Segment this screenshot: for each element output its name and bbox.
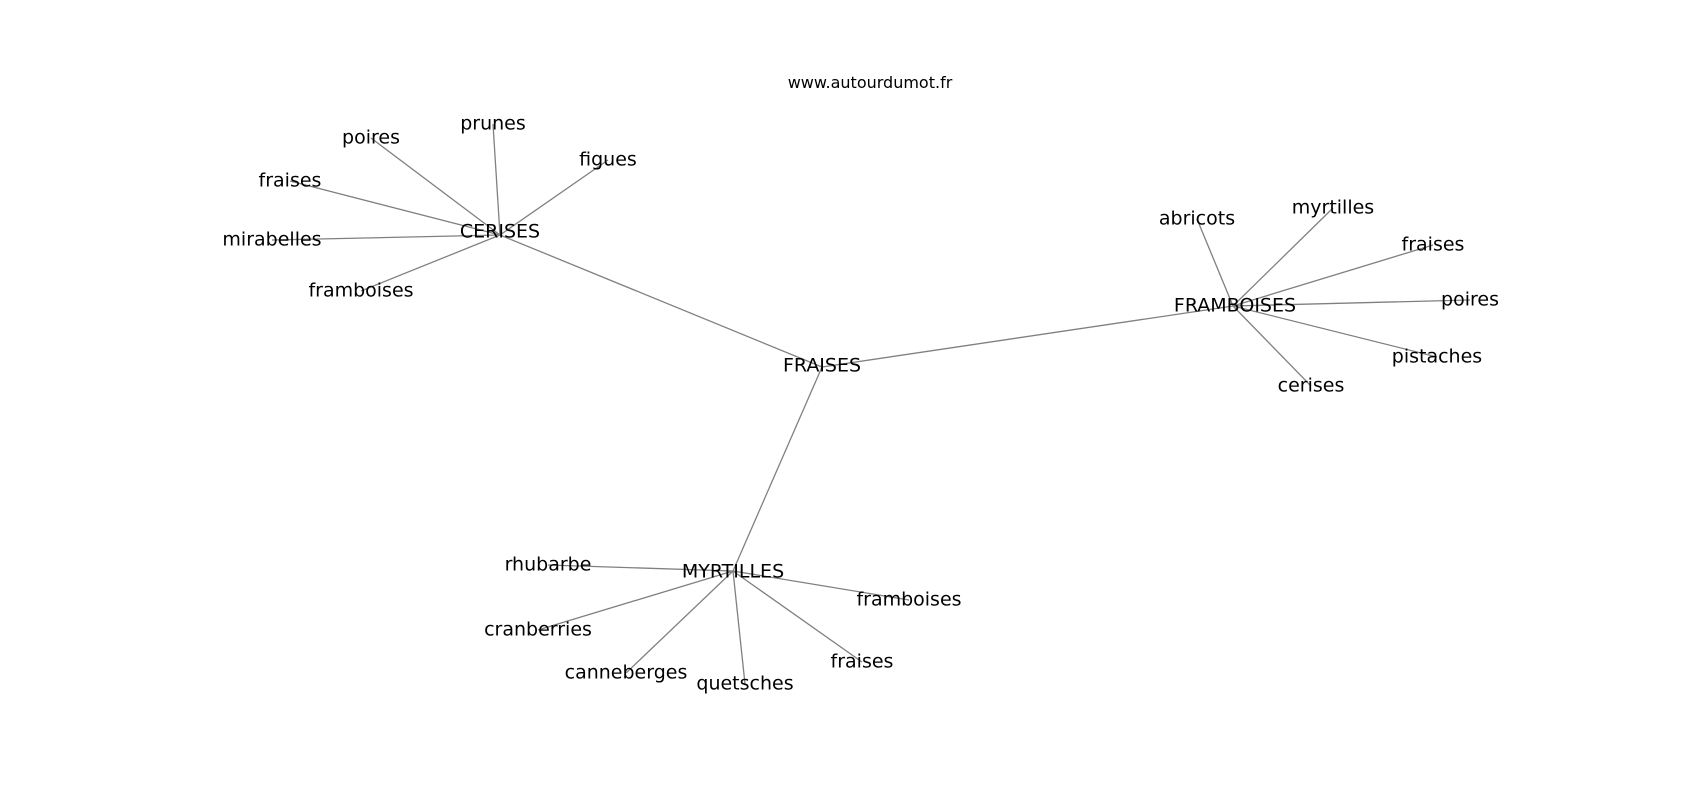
edge-cerises-to-poires — [370, 137, 501, 236]
leaf-node-label: cerises — [1278, 375, 1345, 397]
leaf-node-label: framboises — [308, 280, 413, 302]
branch-node-label: FRAMBOISES — [1174, 295, 1296, 317]
leaf-node-label: prunes — [460, 113, 526, 135]
leaf-node-label: quetsches — [696, 673, 793, 695]
leaf-node-label: myrtilles — [1292, 197, 1374, 219]
branch-node-label: CERISES — [460, 221, 540, 243]
leaf-node-label: pistaches — [1392, 346, 1482, 368]
edge-myrtilles-to-framboises — [732, 570, 910, 601]
edge-framboises-to-pistaches — [1232, 305, 1438, 358]
watermark-text: www.autourdumot.fr — [788, 73, 953, 92]
edge-myrtilles-to-quetsches — [732, 570, 746, 685]
branch-node-label: MYRTILLES — [682, 561, 784, 583]
leaf-node-label: poires — [1441, 289, 1499, 311]
leaf-node-label: rhubarbe — [505, 554, 592, 576]
leaf-node-label: framboises — [856, 589, 961, 611]
edge-root-to-framboises — [821, 305, 1234, 368]
edge-framboises-to-myrtilles — [1232, 207, 1334, 307]
edge-cerises-to-fraises — [289, 180, 501, 236]
leaf-node-label: poires — [342, 127, 400, 149]
edge-myrtilles-to-rhubarbe — [547, 564, 734, 572]
labels-layer: FRAISES CERISES poires prunes figues fraises m… — [222, 113, 1499, 695]
edge-framboises-to-cerises — [1232, 305, 1312, 387]
leaf-node-label: mirabelles — [222, 229, 321, 251]
leaf-node-label: fraises — [259, 170, 322, 192]
edge-cerises-to-mirabelles — [271, 234, 501, 241]
edge-myrtilles-to-canneberges — [625, 570, 734, 674]
leaf-node-label: fraises — [1402, 234, 1465, 256]
leaf-node-label: canneberges — [565, 662, 688, 684]
edge-cerises-to-framboises — [360, 234, 501, 292]
edge-framboises-to-abricots — [1196, 218, 1234, 307]
leaf-node-label: abricots — [1159, 208, 1235, 230]
edge-cerises-to-prunes — [492, 123, 501, 236]
leaf-node-label: cranberries — [484, 619, 592, 641]
leaf-node-label: fraises — [831, 651, 894, 673]
edges-layer — [271, 123, 1471, 685]
edge-myrtilles-to-fraises — [732, 570, 863, 663]
edge-framboises-to-fraises — [1232, 244, 1434, 307]
edge-framboises-to-poires — [1232, 299, 1471, 307]
leaf-node-label: figues — [579, 149, 637, 171]
edge-root-to-myrtilles — [732, 366, 823, 572]
edge-root-to-cerises — [499, 234, 823, 368]
edge-myrtilles-to-cranberries — [537, 570, 734, 631]
edge-cerises-to-figues — [499, 159, 609, 236]
root-node-label: FRAISES — [783, 355, 861, 377]
